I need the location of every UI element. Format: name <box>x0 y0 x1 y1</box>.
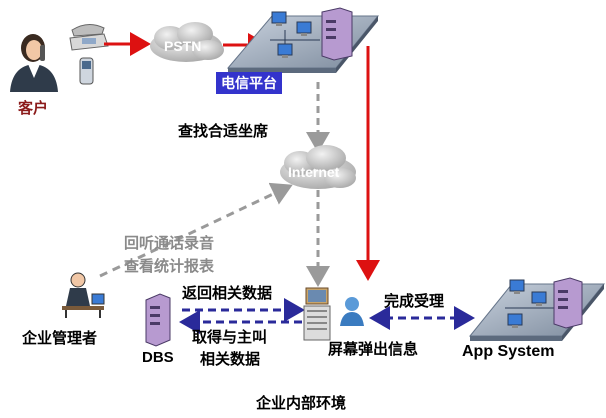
dbs-server-icon <box>145 293 171 347</box>
mobile-phone-icon <box>79 57 94 85</box>
find-agent-label: 查找合适坐席 <box>178 122 268 140</box>
platform-server-icon <box>321 7 353 61</box>
enterprise-environment-label: 企业内部环境 <box>255 394 346 412</box>
telecom-platform-label-wrap: 电信平台 <box>216 72 282 94</box>
enterprise-manager-label: 企业管理者 <box>21 329 97 347</box>
agent-person-icon <box>340 297 364 326</box>
telecom-platform-label: 电信平台 <box>221 76 277 92</box>
platform-workstation-icon <box>271 11 312 58</box>
fetch-data-label-line2: 相关数据 <box>200 350 260 368</box>
manager-to-internet-arrow <box>99 182 293 278</box>
app-system-workstation-icon <box>507 279 547 328</box>
pstn-cloud-icon <box>150 22 224 62</box>
app-system-label: App System <box>462 343 554 360</box>
customer-label: 客户 <box>17 99 48 117</box>
app-system-server-icon <box>553 277 583 329</box>
return-data-label: 返回相关数据 <box>182 284 272 302</box>
screen-popup-label: 屏幕弹出信息 <box>328 340 418 358</box>
desk-phone-icon <box>69 24 109 51</box>
dbs-label: DBS <box>142 349 174 366</box>
agent-workstation-icon <box>303 287 331 341</box>
customer-person-icon <box>10 34 58 92</box>
manager-person-at-desk-icon <box>62 272 105 318</box>
playback-label-line1: 回听通话录音 <box>124 234 214 252</box>
internet-cloud-icon <box>280 145 356 189</box>
fetch-data-label-line1: 取得与主叫 <box>192 328 267 346</box>
pstn-label: PSTN <box>164 38 201 54</box>
internet-label: Internet <box>288 164 340 180</box>
playback-label-line2: 查看统计报表 <box>124 257 215 275</box>
complete-accept-label: 完成受理 <box>384 292 444 310</box>
